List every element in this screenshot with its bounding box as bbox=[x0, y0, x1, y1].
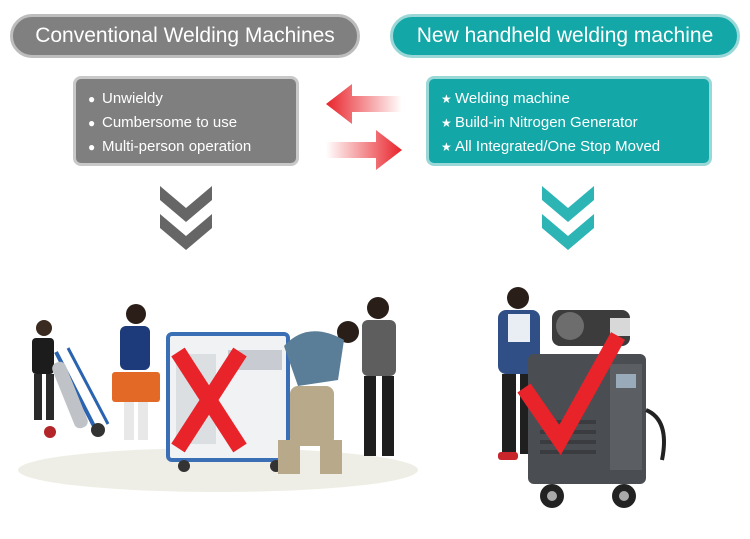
list-item: ★ Build-in Nitrogen Generator bbox=[441, 111, 697, 135]
conventional-features-box: ● Unwieldy ● Cumbersome to use ● Multi-p… bbox=[73, 76, 299, 166]
dot-icon: ● bbox=[88, 92, 96, 106]
list-item: ★ Welding machine bbox=[441, 87, 697, 111]
handheld-title-text: New handheld welding machine bbox=[416, 24, 714, 47]
conventional-title: Conventional Welding Machines bbox=[10, 14, 360, 58]
conventional-machine-photo bbox=[8, 290, 428, 500]
star-icon: ★ bbox=[441, 116, 452, 130]
check-mark-icon bbox=[517, 332, 625, 456]
arrow-left-icon bbox=[326, 84, 402, 124]
list-item: ● Cumbersome to use bbox=[88, 111, 284, 135]
list-item: ● Multi-person operation bbox=[88, 135, 284, 159]
cross-mark-icon bbox=[171, 347, 247, 453]
list-item: ● Unwieldy bbox=[88, 87, 284, 111]
list-item: ★ All Integrated/One Stop Moved bbox=[441, 135, 697, 159]
dot-icon: ● bbox=[88, 116, 96, 130]
handheld-machine-photo bbox=[470, 270, 710, 530]
handheld-title: New handheld welding machine bbox=[390, 14, 740, 58]
chevron-down-icon bbox=[160, 186, 212, 250]
conventional-title-text: Conventional Welding Machines bbox=[35, 24, 335, 47]
star-icon: ★ bbox=[441, 140, 452, 154]
chevron-down-icon bbox=[542, 186, 594, 250]
handheld-features-box: ★ Welding machine ★ Build-in Nitrogen Ge… bbox=[426, 76, 712, 166]
dot-icon: ● bbox=[88, 140, 96, 154]
arrow-right-icon bbox=[326, 130, 402, 170]
star-icon: ★ bbox=[441, 92, 452, 106]
exchange-arrows bbox=[326, 84, 402, 170]
